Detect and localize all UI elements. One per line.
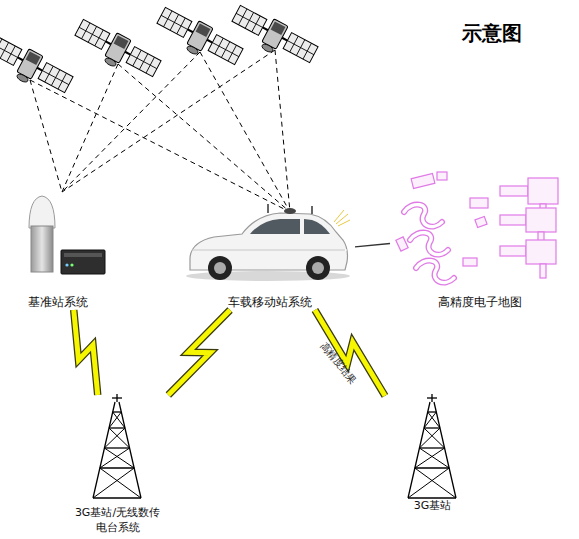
edge-label: 高精度结果 [316, 339, 358, 387]
satellite-icon [0, 32, 75, 102]
hd-map-illustration [396, 172, 558, 283]
node-label: 3G基站 [414, 498, 452, 513]
satellite-group [0, 2, 320, 102]
system-node: 基准站系统 [10, 195, 105, 310]
bolt-outline [168, 310, 230, 395]
satellite-icon [70, 16, 163, 86]
node-label: 基准站系统 [28, 295, 88, 310]
node-label: 车载移动站系统 [228, 295, 312, 310]
node-label: 3G基站/无线数传电台系统 [72, 505, 164, 535]
bolt-fill [315, 310, 385, 396]
system-node: 3G基站 [385, 395, 480, 513]
bolt-outline [315, 310, 385, 396]
wireless-link [315, 310, 385, 396]
link-line [355, 244, 390, 247]
bolt-fill [168, 310, 230, 395]
tower-icon [408, 394, 456, 498]
system-node: 3G基站/无线数传电台系统 [50, 395, 185, 535]
spacer-mark [345, 250, 347, 251]
system-node: 车载移动站系统 [185, 200, 355, 310]
tower-icon [93, 394, 141, 498]
wireless-link [74, 310, 98, 395]
satellite-icon [152, 4, 245, 74]
system-node: 高精度电子地图 [390, 160, 570, 310]
satellite-icon [227, 2, 320, 72]
base-station-equipment [29, 196, 105, 274]
vehicle-illustration [186, 204, 350, 281]
bolt-outline [74, 310, 98, 395]
diagram-title: 示意图 [462, 20, 522, 47]
bolt-fill [74, 310, 98, 395]
wireless-link [168, 310, 230, 395]
data-link [355, 244, 390, 247]
node-label: 高精度电子地图 [438, 295, 522, 310]
